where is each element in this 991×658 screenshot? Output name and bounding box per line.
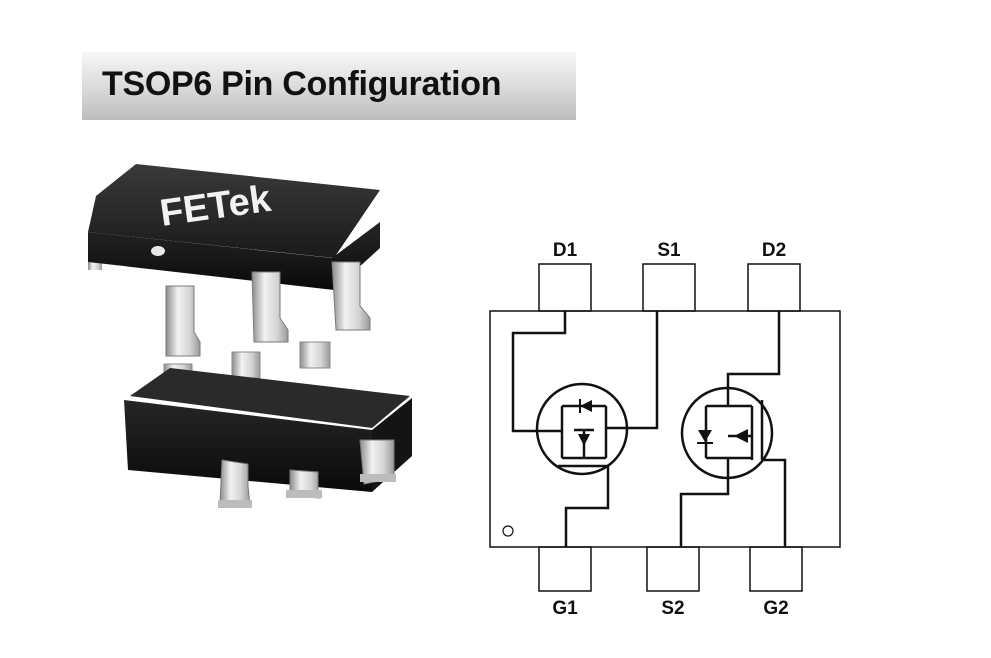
pin-label-d1: D1 <box>553 240 578 261</box>
package-bottom-view <box>124 341 412 508</box>
mosfet-1-symbol <box>511 311 659 547</box>
package-pin <box>286 469 322 499</box>
package-top-view: FETek <box>88 164 380 357</box>
package-body-front <box>124 400 372 492</box>
package-pin <box>231 351 261 379</box>
pin-label-g2: G2 <box>763 598 788 619</box>
package-body-top <box>88 164 380 258</box>
pin-tab-s1 <box>642 263 696 312</box>
package-pin <box>251 271 289 343</box>
package-outline <box>489 310 841 548</box>
package-body-top <box>130 368 410 428</box>
package-pin <box>165 285 201 357</box>
pin-tab-g2 <box>749 546 803 592</box>
pin-label-d2: D2 <box>762 240 786 261</box>
pin-tab-g1 <box>538 546 592 592</box>
package-pin <box>359 439 396 485</box>
pin-tab-s2 <box>646 546 700 592</box>
pin-label-s1: S1 <box>657 240 681 261</box>
pin1-marker <box>502 525 514 537</box>
page-title: TSOP6 Pin Configuration <box>102 65 502 103</box>
package-pin <box>299 341 331 369</box>
pin-label-s2: S2 <box>661 598 684 619</box>
pin-tab-d1 <box>538 263 592 312</box>
package-pin <box>218 459 252 508</box>
title-bar: TSOP6 Pin Configuration <box>82 52 576 120</box>
pin-label-g1: G1 <box>552 598 578 619</box>
package-body-side <box>88 222 380 290</box>
pinout-diagram <box>489 263 841 592</box>
mosfet-2-symbol <box>679 311 787 547</box>
pin-tab-d2 <box>747 263 801 312</box>
package-pin <box>331 261 371 331</box>
pin1-marker-dot <box>151 246 165 256</box>
